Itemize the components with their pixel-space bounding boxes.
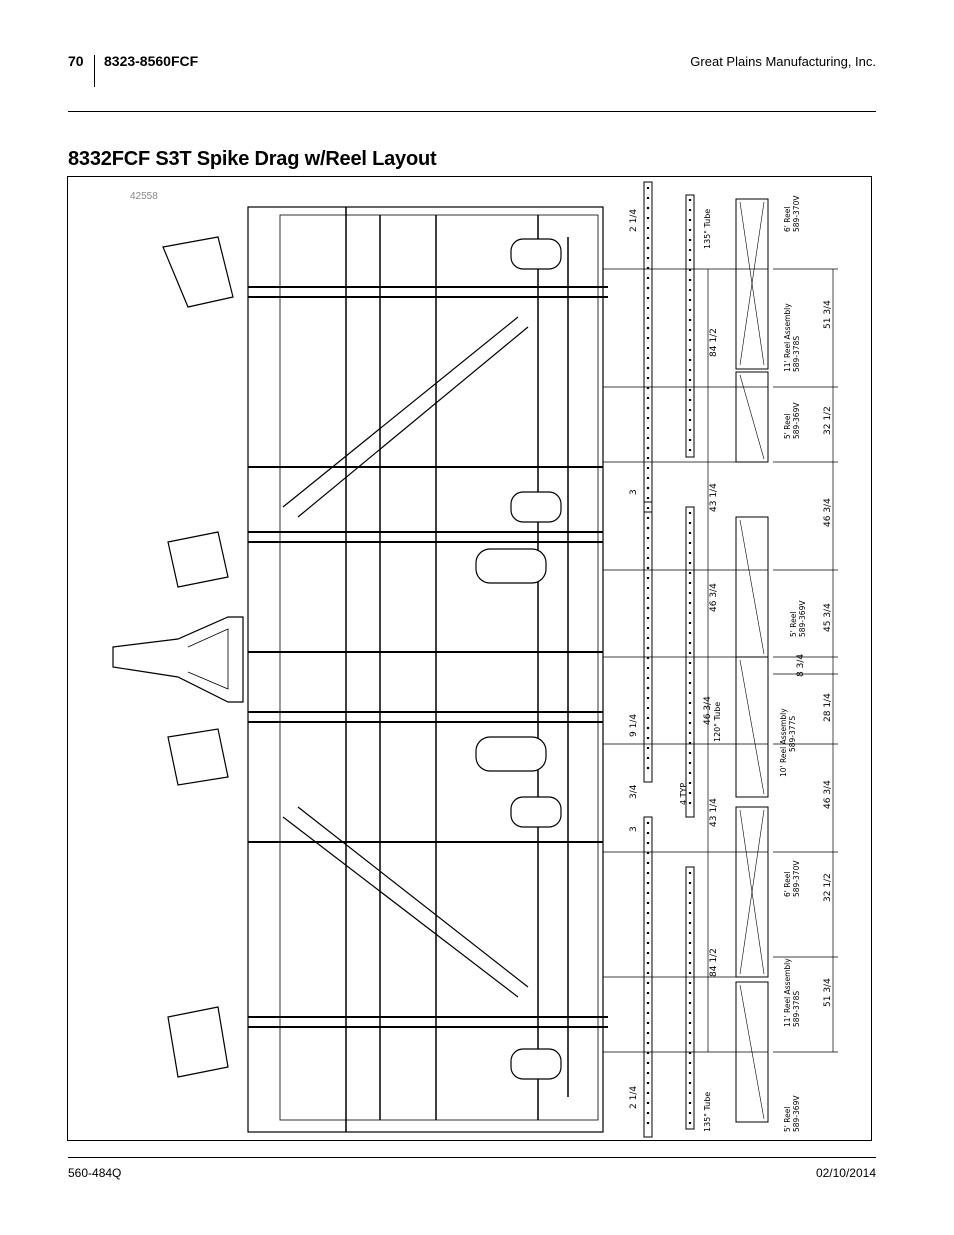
- spike-drag-drawing: 51 3/4 32 1/2 46 3/4 45 3/4 8 3/4 28 1/4…: [112, 181, 838, 1138]
- dim-right-1: 51 3/4: [823, 300, 833, 329]
- reel-6-bottom-part: 589-370V: [792, 860, 801, 897]
- reel-section-1: [735, 198, 769, 370]
- figure-number: 42558: [130, 191, 158, 202]
- header-divider: [94, 55, 95, 87]
- dim-left-2: 3: [629, 489, 639, 495]
- wing-hinge-top: [162, 236, 234, 308]
- reel-5-mid: 5' Reel: [789, 612, 798, 637]
- four-typ-label: 4 TYP: [679, 783, 688, 805]
- reel-11-bottom: 11' Reel Assembly: [783, 958, 792, 1027]
- dim-right-9: 51 3/4: [823, 978, 833, 1007]
- dim-mid-5: 43 1/4: [709, 798, 719, 827]
- reel-5-mid-part: 589-369V: [798, 600, 807, 637]
- dim-right-3: 46 3/4: [823, 498, 833, 527]
- wing-hinge-lower: [167, 728, 229, 786]
- page-title: 8332FCF S3T Spike Drag w/Reel Layout: [68, 148, 437, 170]
- dim-right-8: 32 1/2: [823, 873, 833, 902]
- dim-right-7: 46 3/4: [823, 780, 833, 809]
- tire-1: [510, 238, 562, 270]
- dim-mid-4: 46 3/4: [703, 696, 713, 725]
- tube-label-120: 120" Tube: [713, 702, 722, 742]
- dim-left-6: 2 1/4: [629, 1086, 639, 1109]
- dim-left-1: 2 1/4: [629, 209, 639, 232]
- layout-figure: 51 3/4 32 1/2 46 3/4 45 3/4 8 3/4 28 1/4…: [67, 176, 872, 1141]
- wing-hinge-bottom: [167, 1006, 229, 1078]
- reel-11-bottom-part: 589-378S: [792, 991, 801, 1027]
- tire-4: [475, 736, 547, 772]
- page-number: 70: [68, 53, 84, 69]
- footer-rule: [68, 1157, 876, 1158]
- reel-6-top-part: 589-370V: [792, 195, 801, 232]
- hitch-tongue: [112, 616, 244, 703]
- header-rule: [68, 111, 876, 112]
- reel-5-bottom-part: 589-369V: [792, 1095, 801, 1132]
- tube-label-135-top: 135" Tube: [703, 209, 712, 249]
- reel-11-top-part: 589-378S: [792, 336, 801, 372]
- company-name: Great Plains Manufacturing, Inc.: [690, 54, 876, 69]
- wing-hinge-upper: [167, 531, 229, 588]
- main-frame: [247, 206, 604, 1133]
- tire-2: [510, 491, 562, 523]
- dim-mid-3: 46 3/4: [709, 583, 719, 612]
- dim-mid-6: 84 1/2: [709, 948, 719, 977]
- reel-5-top: 5' Reel: [783, 414, 792, 439]
- dim-right-6: 28 1/4: [823, 693, 833, 722]
- dim-right-4: 45 3/4: [823, 603, 833, 632]
- tire-3: [475, 548, 547, 584]
- dim-right-2: 32 1/2: [823, 406, 833, 435]
- reel-5-top-part: 589-369V: [792, 402, 801, 439]
- dim-left-3: 9 1/4: [629, 714, 639, 737]
- reel-6-bottom: 6' Reel: [783, 872, 792, 897]
- tube-label-135-bottom: 135" Tube: [703, 1092, 712, 1132]
- reel-6-top: 6' Reel: [783, 207, 792, 232]
- reel-5-bottom: 5' Reel: [783, 1107, 792, 1132]
- reel-10-part: 589-377S: [788, 716, 797, 752]
- dim-left-5: 3: [629, 826, 639, 832]
- tire-6: [510, 1048, 562, 1080]
- inner-frame: [279, 214, 599, 1121]
- reel-11-top: 11' Reel Assembly: [783, 303, 792, 372]
- tire-5: [510, 796, 562, 828]
- model-number: 8323-8560FCF: [104, 53, 199, 69]
- reel-10: 10' Reel Assembly: [779, 708, 788, 777]
- dim-left-4: 3/4: [629, 784, 639, 799]
- doc-number: 560-484Q: [68, 1166, 122, 1180]
- dim-mid-2: 43 1/4: [709, 483, 719, 512]
- dim-right-5: 8 3/4: [796, 654, 806, 677]
- dim-mid-1: 84 1/2: [709, 328, 719, 357]
- doc-date: 02/10/2014: [815, 1166, 876, 1180]
